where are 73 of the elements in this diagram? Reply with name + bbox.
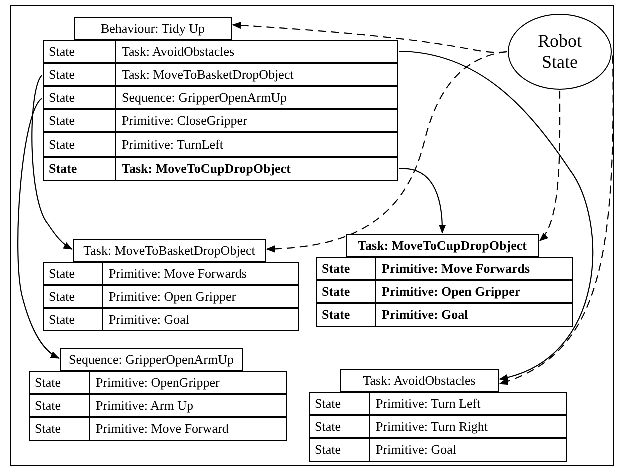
table-cell-text: Primitive: OpenGripper — [95, 374, 220, 390]
table-row — [43, 63, 398, 86]
table-cell: State — [30, 372, 90, 393]
table-header-tab — [346, 234, 539, 257]
table-cell-text: Primitive: Open Gripper — [108, 288, 236, 304]
table-cell: State — [30, 395, 90, 416]
table-row — [309, 415, 567, 438]
table-cell: State — [44, 87, 116, 108]
arrow — [539, 91, 561, 242]
table-cell-text: Task: MoveToBasketDropObject — [121, 66, 294, 82]
table-row — [316, 280, 573, 303]
table-row — [43, 40, 398, 63]
table-header-tab — [74, 17, 232, 40]
table-cell-text: Primitive: Arm Up — [95, 398, 194, 414]
table-title: Behaviour: Tidy Up — [100, 20, 205, 36]
table-row — [43, 157, 398, 181]
table-title: Task: MoveToCupDropObject — [358, 238, 527, 254]
table-cell-text: Task: MoveToCupDropObject — [121, 161, 291, 177]
table-row — [43, 109, 398, 132]
table-cell-text: Primitive: CloseGripper — [121, 112, 248, 128]
node-label: Robot State — [536, 31, 583, 73]
table-row — [29, 417, 287, 441]
arrow — [266, 51, 508, 253]
table-title: Task: AvoidObstacles — [363, 372, 476, 388]
table-row — [309, 438, 567, 462]
arrow — [499, 56, 614, 384]
table-row — [316, 303, 573, 327]
table-row — [43, 262, 299, 285]
table-cell: State — [310, 439, 370, 461]
table-cell-text: Primitive: Goal — [375, 442, 457, 458]
table-row — [43, 132, 398, 157]
arrow — [399, 168, 446, 234]
table-cell-text: Primitive: Move Forwards — [108, 266, 247, 282]
table-cell: State — [317, 258, 376, 279]
arrow — [232, 22, 508, 54]
table-title: Task: MoveToBasketDropObject — [84, 242, 256, 258]
table-header-tab — [60, 348, 243, 371]
table-cell-text: Primitive: Turn Right — [375, 418, 488, 434]
table-cell-text: Primitive: Goal — [381, 307, 468, 323]
table-cell: State — [310, 393, 370, 414]
table-cell-text: Primitive: TurnLeft — [121, 136, 224, 152]
table-row — [43, 308, 299, 331]
arrow — [32, 75, 73, 250]
table-cell-text: Primitive: Goal — [108, 312, 190, 328]
table-cell: State — [317, 281, 376, 302]
table-title: Sequence: GripperOpenArmUp — [69, 352, 234, 368]
table-cell-text: Primitive: Move Forward — [95, 421, 229, 437]
arrow — [18, 98, 60, 359]
table-cell-text: Primitive: Move Forwards — [381, 260, 530, 276]
table-cell: State — [44, 286, 103, 307]
table-row — [29, 371, 287, 394]
table-cell-text: Primitive: Open Gripper — [381, 284, 521, 300]
table-cell: State — [44, 263, 103, 284]
table-cell: State — [44, 133, 116, 156]
arrow — [398, 50, 594, 381]
table-header-tab — [73, 239, 266, 262]
table-row — [29, 394, 287, 417]
table-cell: State — [44, 41, 116, 62]
table-cell: State — [30, 418, 90, 440]
table-header-tab — [340, 369, 499, 392]
table-cell: State — [44, 309, 103, 330]
table-cell-text: Primitive: Turn Left — [375, 396, 481, 412]
table-cell-text: Sequence: GripperOpenArmUp — [121, 90, 287, 106]
table-cell-text: Task: AvoidObstacles — [121, 44, 235, 60]
table-cell: State — [310, 416, 370, 437]
table-cell: State — [44, 110, 116, 131]
table-row — [316, 257, 573, 280]
table-cell: State — [44, 158, 116, 180]
table-cell: State — [44, 64, 116, 85]
table-cell: State — [317, 304, 376, 326]
table-row — [309, 392, 567, 415]
table-row — [43, 285, 299, 308]
table-row — [43, 86, 398, 109]
